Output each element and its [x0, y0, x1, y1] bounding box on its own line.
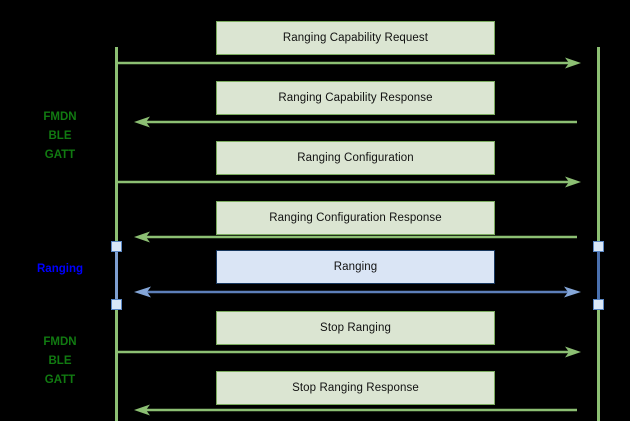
activation-right[interactable] [597, 246, 600, 304]
message-arrow-ranging-configuration [116, 176, 581, 188]
activation-left-handle-top[interactable] [111, 241, 122, 252]
message-arrow-ranging-bidirectional [134, 286, 581, 298]
activation-right-handle-bottom[interactable] [593, 299, 604, 310]
message-box-ranging-configuration-response[interactable]: Ranging Configuration Response [216, 201, 495, 235]
message-box-ranging-configuration[interactable]: Ranging Configuration [216, 141, 495, 175]
activation-right-handle-top[interactable] [593, 241, 604, 252]
message-arrow-stop-ranging-response [134, 404, 577, 416]
message-arrow-ranging-capability-response [134, 116, 577, 128]
right-lifeline [597, 47, 600, 421]
left-lifeline [115, 47, 118, 421]
activation-left-handle-bottom[interactable] [111, 299, 122, 310]
message-arrow-stop-ranging [116, 346, 581, 358]
message-box-stop-ranging-response[interactable]: Stop Ranging Response [216, 371, 495, 405]
message-box-ranging-capability-response[interactable]: Ranging Capability Response [216, 81, 495, 115]
phase-label-ranging: Ranging [37, 263, 83, 275]
message-box-stop-ranging[interactable]: Stop Ranging [216, 311, 495, 345]
message-box-ranging-capability-request[interactable]: Ranging Capability Request [216, 21, 495, 55]
message-box-ranging[interactable]: Ranging [216, 250, 495, 284]
activation-left[interactable] [115, 246, 118, 304]
message-arrow-ranging-capability-request [116, 57, 581, 69]
phase-label-fmdn-ble-gatt-top: FMDN BLE GATT [43, 111, 77, 161]
phase-label-fmdn-ble-gatt-bottom: FMDN BLE GATT [43, 336, 77, 386]
